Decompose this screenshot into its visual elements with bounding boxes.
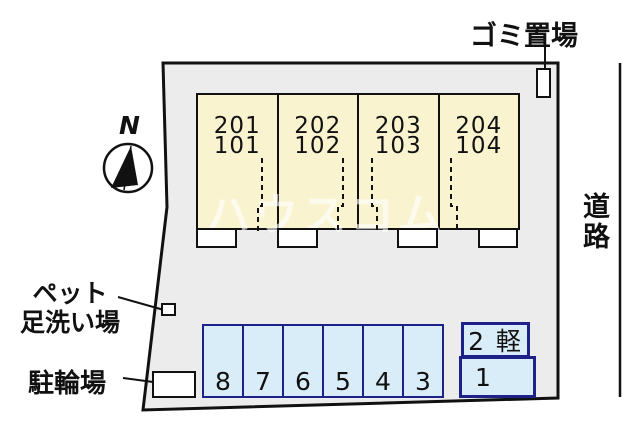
garbage-area-box [536,68,551,98]
parking-space-4: 4 [362,324,404,398]
unit-upper-number: 201 [213,113,261,139]
parking-space-label: 1 [475,362,491,392]
entry-path-dashed-unit2 [337,158,344,231]
garbage-area-label: ゴミ置場 [470,21,578,52]
porch-unit2 [277,228,318,248]
bicycle-parking-label: 駐輪場 [28,369,107,399]
building-block: 201 101 202 102 203 103 204 104 [196,93,520,230]
parking-space-7: 7 [242,324,284,398]
parking-space-3: 3 [402,324,444,398]
unit-upper-number: 202 [294,113,342,139]
unit-lower-number: 104 [455,133,503,159]
unit-lower-number: 101 [213,133,261,159]
parking-space-number: 8 [215,367,231,396]
parking-row: 8 7 6 5 4 3 [202,324,444,398]
unit-lower-number: 102 [294,133,342,159]
unit-upper-number: 203 [374,113,422,139]
parking-space-number: 4 [375,367,391,396]
entry-path-dashed-unit3 [371,158,378,231]
pet-wash-label-line2: 足洗い場 [19,308,120,337]
parking-space-number: 6 [295,367,311,396]
parking-space-label: 2 軽 [468,327,523,356]
unit-lower-number: 103 [374,133,422,159]
parking-space-number: 3 [415,367,431,396]
parking-space-number: 7 [255,367,271,396]
north-arrow-icon [102,142,154,194]
parking-space-6: 6 [282,324,324,398]
unit-201-101: 201 101 [198,95,277,228]
parking-space-8: 8 [202,324,244,398]
porch-unit4 [478,228,518,248]
pet-wash-label: ペット 足洗い場 [4,279,136,337]
unit-204-104: 204 104 [437,95,519,228]
entry-path-dashed-unit4 [450,158,458,231]
porch-unit1 [196,228,237,248]
road-label: 道路 [578,192,609,252]
parking-space-2-kei: 2 軽 [461,322,530,358]
unit-203-103: 203 103 [357,95,438,228]
pet-wash-label-line1: ペット [32,279,108,308]
bicycle-parking-box [152,371,196,398]
porch-unit3 [397,228,438,248]
unit-202-102: 202 102 [276,95,358,228]
parking-space-5: 5 [322,324,364,398]
parking-space-1: 1 [459,356,536,398]
north-label: N [119,111,140,140]
pet-wash-box [161,303,176,316]
parking-space-number: 5 [335,367,351,396]
unit-upper-number: 204 [455,113,503,139]
entry-path-dashed-unit1 [257,158,263,231]
petwash-pointer-line [117,296,165,311]
